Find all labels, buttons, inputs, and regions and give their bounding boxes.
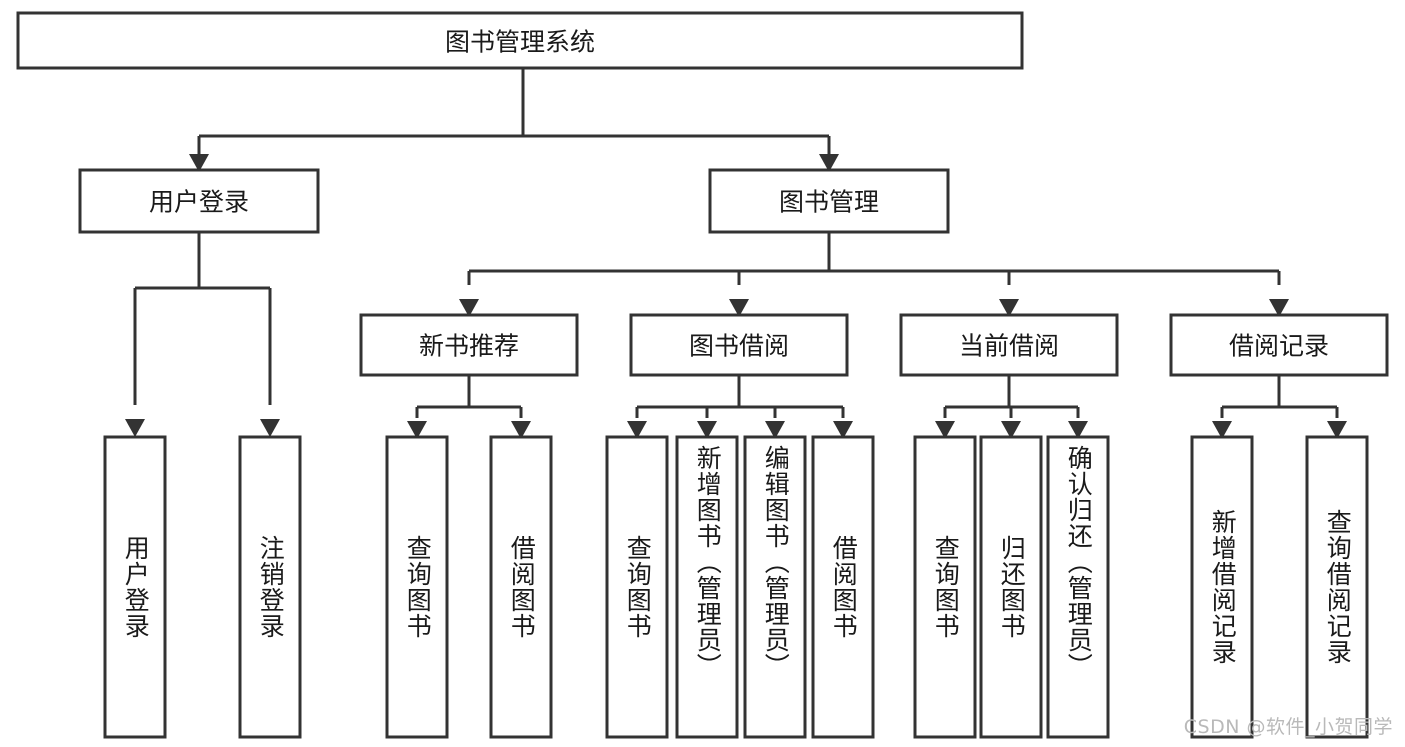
node-user-login[interactable]: 用户登录 <box>78 168 320 234</box>
arrow-to-leaf-user-login <box>125 419 145 437</box>
node-book-management-label: 图书管理 <box>779 188 879 217</box>
connector-book-borrow-to-leaves <box>627 375 853 439</box>
node-leaf-query-book-3[interactable] <box>913 435 977 739</box>
connector-root-to-level2 <box>189 68 839 172</box>
node-leaf-user-login[interactable] <box>103 435 167 739</box>
node-root-label: 图书管理系统 <box>445 28 595 57</box>
node-book-borrow-label: 图书借阅 <box>689 332 789 361</box>
node-root[interactable]: 图书管理系统 <box>16 11 1024 70</box>
node-leaf-borrow-book-2[interactable] <box>811 435 875 739</box>
connector-new-book-recommend-to-leaves <box>407 375 531 439</box>
node-leaf-borrow-book-1[interactable] <box>489 435 553 739</box>
node-leaf-return-book[interactable] <box>979 435 1043 739</box>
node-leaf-query-book-1[interactable] <box>385 435 449 739</box>
arrow-to-leaf-logout <box>260 419 280 437</box>
connector-current-borrow-to-leaves <box>935 375 1088 439</box>
node-new-book-recommend[interactable]: 新书推荐 <box>359 313 579 377</box>
node-leaf-query-record[interactable] <box>1305 435 1369 739</box>
node-book-borrow[interactable]: 图书借阅 <box>629 313 849 377</box>
node-leaf-logout[interactable] <box>238 435 302 739</box>
node-leaf-add-record[interactable] <box>1190 435 1254 739</box>
connector-user-login-to-leaves <box>125 232 280 437</box>
node-new-book-recommend-label: 新书推荐 <box>419 332 519 361</box>
node-leaf-confirm-return[interactable] <box>1046 435 1110 739</box>
node-leaf-query-book-2[interactable] <box>605 435 669 739</box>
leaf-boxes <box>103 435 1369 739</box>
node-current-borrow-label: 当前借阅 <box>959 332 1059 361</box>
node-book-management[interactable]: 图书管理 <box>708 168 950 234</box>
node-current-borrow[interactable]: 当前借阅 <box>899 313 1119 377</box>
connector-book-management-to-level3 <box>459 232 1289 317</box>
node-leaf-edit-book[interactable] <box>743 435 807 739</box>
node-leaf-add-book[interactable] <box>675 435 739 739</box>
node-borrow-record[interactable]: 借阅记录 <box>1169 313 1389 377</box>
connector-borrow-record-to-leaves <box>1212 375 1347 439</box>
node-borrow-record-label: 借阅记录 <box>1229 332 1329 361</box>
node-user-login-label: 用户登录 <box>149 188 249 217</box>
